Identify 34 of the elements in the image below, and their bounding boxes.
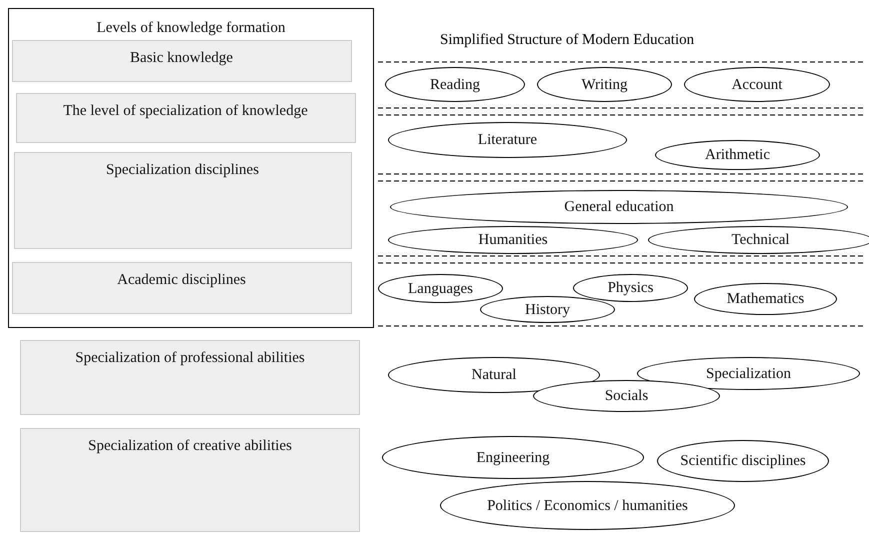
node-label: General education	[564, 198, 674, 216]
level-box	[12, 40, 352, 82]
node-label: Arithmetic	[705, 146, 770, 164]
level-box	[12, 262, 352, 314]
node-label: Politics / Economics / humanities	[487, 496, 688, 514]
node-label: Physics	[608, 279, 654, 297]
node-label: Specialization of professional abilities	[74, 349, 306, 367]
group-frame	[8, 8, 374, 328]
node-label: Socials	[604, 387, 648, 405]
node-label: Writing	[581, 76, 628, 94]
node-label: Humanities	[478, 231, 548, 249]
level-box	[16, 92, 356, 142]
node-label: The level of specialization of knowledge	[62, 102, 309, 120]
ellipse-node	[648, 226, 869, 254]
node-label: Engineering	[476, 448, 550, 466]
node-label: Scientific disciplines	[680, 452, 806, 470]
group-title: Levels of knowledge formation	[96, 19, 286, 37]
node-label: Account	[732, 76, 782, 94]
section-title: Simplified Structure of Modern Education	[440, 32, 694, 49]
node-label: History	[525, 300, 570, 318]
node-label: Natural	[472, 366, 516, 384]
node-label: Reading	[430, 76, 480, 94]
node-label: Specialization of creative abilities	[87, 437, 293, 455]
level-box	[14, 152, 352, 248]
level-box	[20, 428, 360, 532]
node-label: Basic knowledge	[129, 48, 234, 66]
node-label: Specialization disciplines	[105, 160, 260, 178]
node-label: Specialization	[706, 364, 791, 382]
node-label: Academic disciplines	[116, 270, 247, 288]
node-label: Literature	[478, 131, 538, 149]
node-label: Mathematics	[726, 290, 804, 308]
level-box	[20, 340, 360, 415]
node-label: Languages	[408, 280, 473, 298]
node-label: Technical	[731, 231, 790, 249]
